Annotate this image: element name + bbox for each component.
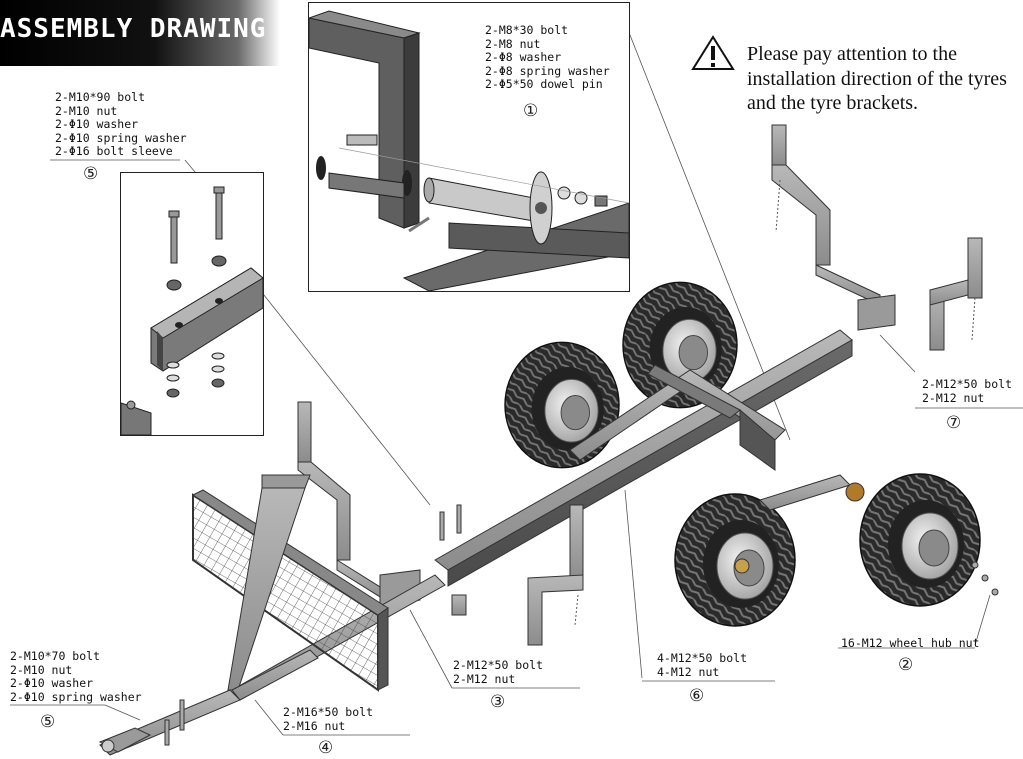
callout-7-line: 2-M12*50 bolt: [922, 377, 1013, 391]
callout-6-line: 4-M12 nut: [657, 664, 720, 679]
callout-5-lower-number: ⑤: [40, 712, 56, 732]
callout-1-parts: 2-M8*30 bolt 2-M8 nut 2-Φ8 washer 2-Φ8 s…: [485, 23, 610, 92]
callout-6-line: 4-M12*50 bolt: [657, 651, 748, 665]
callout-5-upper-line: 2-Φ10 spring washer: [55, 130, 187, 145]
warning-line-2: installation direction of the tyres: [747, 67, 1007, 90]
callout-4-line: 2-M16 nut: [283, 718, 346, 733]
callout-1-number: ①: [523, 101, 539, 121]
callout-7-number: ⑦: [946, 413, 962, 433]
callout-5-lower-line: 2-Φ10 spring washer: [10, 689, 142, 704]
page-title: ASSEMBLY DRAWING: [0, 14, 267, 44]
dowel-pin-detail-inset: 2-M8*30 bolt 2-M8 nut 2-Φ8 washer 2-Φ8 s…: [308, 2, 630, 292]
warning-line-3: and the tyre brackets.: [747, 92, 919, 114]
callout-3-line: 2-M12 nut: [453, 671, 516, 686]
callout-7-parts: 2-M12*50 bolt 2-M12 nut: [922, 377, 1013, 405]
callout-5-lower-line: 2-M10 nut: [10, 662, 73, 677]
callout-5-upper-line: 2-Φ16 bolt sleeve: [55, 144, 173, 158]
callout-4-parts: 2-M16*50 bolt 2-M16 nut: [283, 705, 374, 733]
callout-5-upper-line: 2-M10*90 bolt: [55, 90, 146, 104]
callout-1-line: 2-M8*30 bolt: [485, 23, 569, 37]
callout-5-lower-line: 2-Φ10 washer: [10, 676, 94, 690]
callout-1-line: 2-M8 nut: [485, 36, 541, 51]
bolt-sleeve-detail-inset: [120, 172, 264, 436]
callout-5-upper-parts: 2-M10*90 bolt 2-M10 nut 2-Φ10 washer 2-Φ…: [55, 90, 187, 159]
callout-1-line: 2-Φ8 washer: [485, 50, 562, 64]
callout-1-line: 2-Φ5*50 dowel pin: [485, 77, 603, 91]
title-banner: ASSEMBLY DRAWING: [0, 0, 280, 66]
callout-1-line: 2-Φ8 spring washer: [485, 63, 610, 78]
callout-5-upper-line: 2-M10 nut: [55, 103, 118, 118]
callout-5-lower-parts: 2-M10*70 bolt 2-M10 nut 2-Φ10 washer 2-Φ…: [10, 649, 142, 704]
callout-2-line: 16-M12 wheel hub nut: [841, 636, 980, 650]
installation-warning-note: Please pay attention to the installation…: [747, 42, 1023, 116]
warning-triangle-icon: [691, 35, 735, 70]
bolt-sleeve-detail-drawing: [121, 186, 263, 435]
callout-5-lower-line: 2-M10*70 bolt: [10, 649, 101, 663]
callout-5-upper-line: 2-Φ10 washer: [55, 117, 139, 131]
callout-5-upper-number: ⑤: [83, 164, 99, 184]
callout-3-line: 2-M12*50 bolt: [453, 658, 544, 672]
callout-3-number: ③: [490, 692, 506, 712]
warning-line-1: Please pay attention to the: [747, 43, 957, 65]
callout-4-number: ④: [318, 738, 334, 758]
callout-2-parts: 16-M12 wheel hub nut: [841, 636, 980, 651]
callout-6-parts: 4-M12*50 bolt 4-M12 nut: [657, 651, 748, 679]
callout-6-number: ⑥: [689, 686, 705, 706]
callout-2-number: ②: [898, 655, 914, 675]
dowel-pin-detail-drawing: [309, 10, 629, 291]
callout-4-line: 2-M16*50 bolt: [283, 705, 374, 719]
callout-3-parts: 2-M12*50 bolt 2-M12 nut: [453, 658, 544, 686]
callout-7-line: 2-M12 nut: [922, 390, 985, 405]
